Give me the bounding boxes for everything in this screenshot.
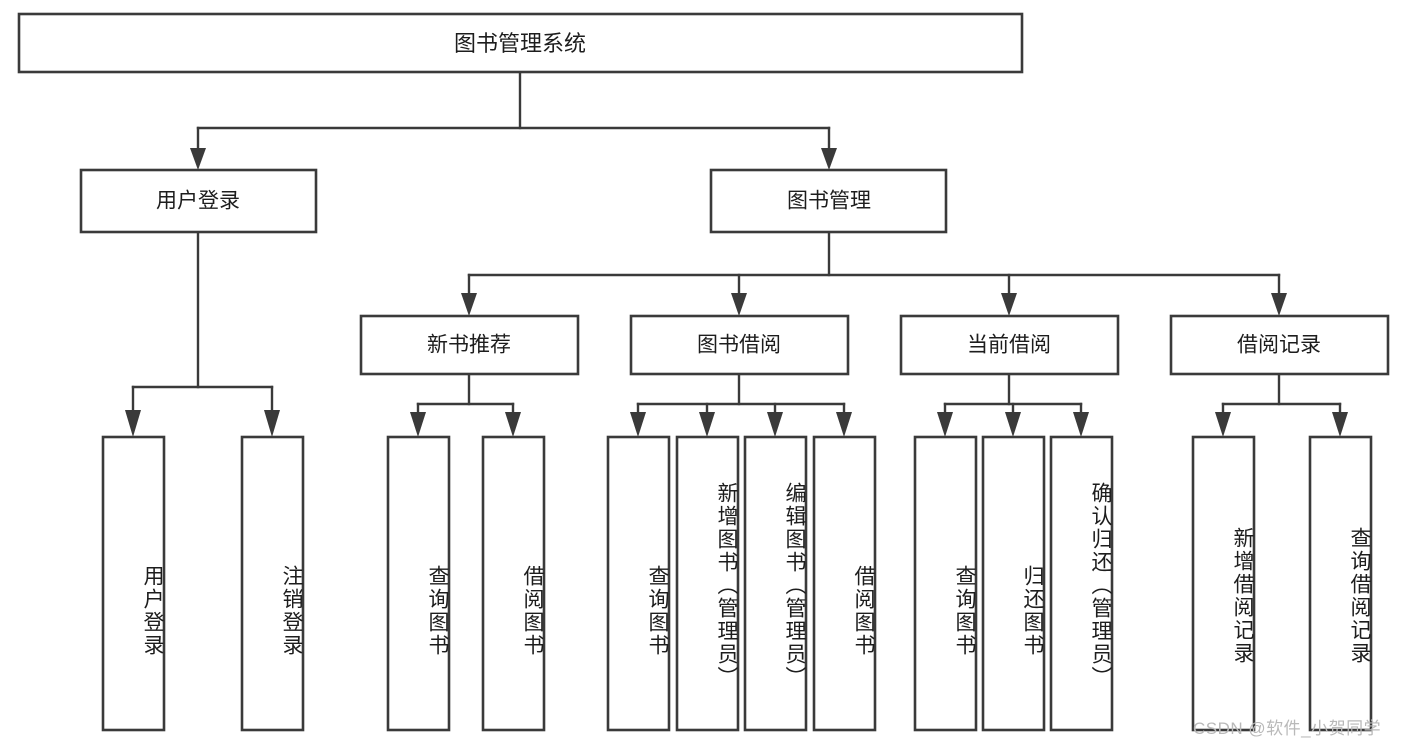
arrowhead-leaf-query-book-3 xyxy=(937,412,953,437)
arrowhead-leaf-query-record xyxy=(1332,412,1348,437)
node-book-borrow[interactable]: 图书借阅 xyxy=(629,314,850,376)
arrowhead-leaf-edit-book xyxy=(767,412,783,437)
arrowhead-current-borrow xyxy=(1001,293,1017,316)
node-leaf-logout-login-box[interactable] xyxy=(240,435,305,732)
node-leaf-borrow-book-1-box[interactable] xyxy=(481,435,546,732)
csdn-watermark: CSDN @软件_小贺同学 xyxy=(1193,719,1382,738)
node-leaf-add-book-box[interactable] xyxy=(675,435,740,732)
arrowhead-new-book-recommend xyxy=(461,293,477,316)
node-book-borrow-label: 图书借阅 xyxy=(697,334,781,357)
leaf-box-layer xyxy=(101,435,1373,732)
arrowhead-leaf-logout-login xyxy=(264,410,280,437)
arrowhead-leaf-query-book-1 xyxy=(410,412,426,437)
arrowhead-leaf-query-book-2 xyxy=(630,412,646,437)
connector-layer xyxy=(125,70,1348,437)
node-borrow-record-box[interactable] xyxy=(1169,314,1390,376)
node-book-borrow-box[interactable] xyxy=(629,314,850,376)
node-current-borrow-box[interactable] xyxy=(899,314,1120,376)
arrowhead-book-management xyxy=(821,148,837,170)
node-root[interactable]: 图书管理系统 xyxy=(17,12,1024,74)
node-borrow-record[interactable]: 借阅记录 xyxy=(1169,314,1390,376)
node-leaf-borrow-book-2-box[interactable] xyxy=(812,435,877,732)
arrowhead-borrow-record xyxy=(1271,293,1287,316)
node-book-management-label: 图书管理 xyxy=(787,190,871,213)
arrowhead-user-login xyxy=(190,148,206,170)
arrowhead-leaf-borrow-book-2 xyxy=(836,412,852,437)
node-book-management[interactable]: 图书管理 xyxy=(709,168,948,234)
node-new-book-recommend-box[interactable] xyxy=(359,314,580,376)
node-current-borrow-label: 当前借阅 xyxy=(967,334,1051,357)
arrowhead-leaf-return-book xyxy=(1005,412,1021,437)
node-root-box[interactable] xyxy=(17,12,1024,74)
node-current-borrow[interactable]: 当前借阅 xyxy=(899,314,1120,376)
node-leaf-user-login-box[interactable] xyxy=(101,435,166,732)
arrowhead-book-borrow xyxy=(731,293,747,316)
node-new-book-recommend-label: 新书推荐 xyxy=(427,334,511,357)
arrowhead-leaf-confirm-return xyxy=(1073,412,1089,437)
node-root-label: 图书管理系统 xyxy=(454,31,586,56)
node-leaf-confirm-return-box[interactable] xyxy=(1049,435,1114,732)
node-new-book-recommend[interactable]: 新书推荐 xyxy=(359,314,580,376)
node-leaf-query-book-1-box[interactable] xyxy=(386,435,451,732)
node-leaf-edit-book-box[interactable] xyxy=(743,435,808,732)
node-leaf-query-book-2-box[interactable] xyxy=(606,435,671,732)
arrowhead-leaf-user-login xyxy=(125,410,141,437)
node-book-management-box[interactable] xyxy=(709,168,948,234)
node-user-login-box[interactable] xyxy=(79,168,318,234)
node-leaf-query-book-3-box[interactable] xyxy=(913,435,978,732)
node-leaf-query-record-box[interactable] xyxy=(1308,435,1373,732)
arrowhead-leaf-borrow-book-1 xyxy=(505,412,521,437)
node-leaf-add-record-box[interactable] xyxy=(1191,435,1256,732)
node-user-login-label: 用户登录 xyxy=(156,190,240,213)
node-borrow-record-label: 借阅记录 xyxy=(1237,334,1321,357)
node-user-login[interactable]: 用户登录 xyxy=(79,168,318,234)
arrowhead-leaf-add-book xyxy=(699,412,715,437)
node-leaf-return-book-box[interactable] xyxy=(981,435,1046,732)
arrowhead-leaf-add-record xyxy=(1215,412,1231,437)
